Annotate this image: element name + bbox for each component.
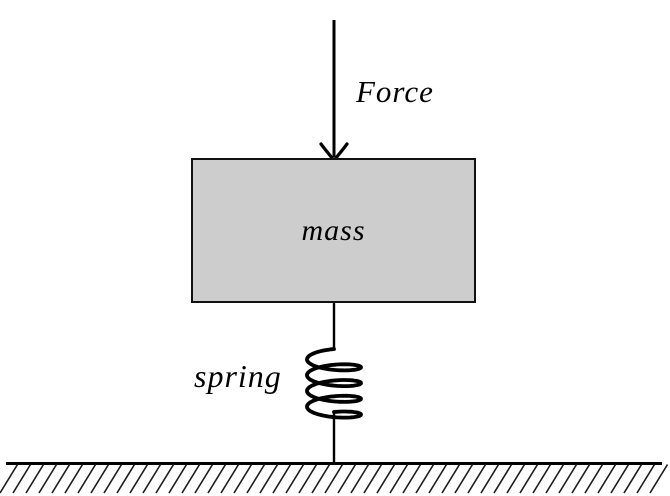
mass-label: mass (301, 213, 366, 247)
spring-coil (305, 347, 363, 420)
mass-box: mass (191, 158, 476, 303)
force-label: Force (356, 74, 434, 109)
ground-hatching (0, 464, 669, 494)
spring-label: spring (194, 358, 282, 394)
